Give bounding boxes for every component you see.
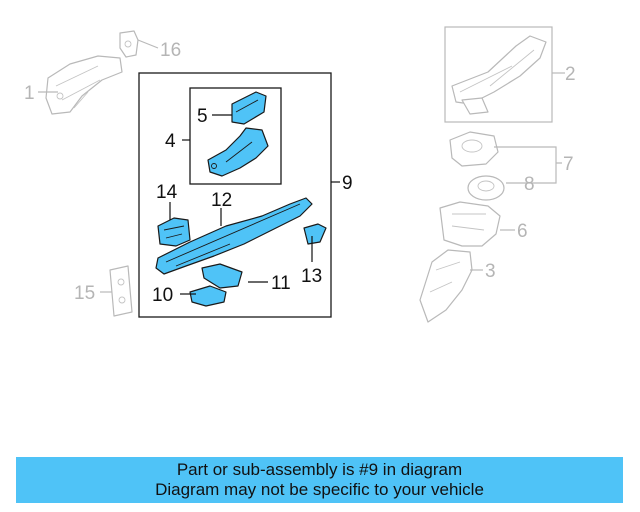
part-4-reinforcement <box>207 127 269 177</box>
part-8-insulator <box>467 175 505 201</box>
part-13-bracket <box>303 223 327 245</box>
banner-line-1: Part or sub-assembly is #9 in diagram <box>176 460 463 479</box>
part-16-bracket <box>119 30 139 58</box>
callout-15: 15 <box>74 283 95 304</box>
callout-9: 9 <box>342 173 353 194</box>
part-14-bracket <box>157 217 191 247</box>
part-12-frame-rail <box>155 197 313 275</box>
part-2-rail <box>451 35 547 115</box>
part-10-bracket <box>189 285 227 307</box>
callout-2: 2 <box>565 64 576 85</box>
parts-diagram: 16 1 2 7 8 6 3 15 5 4 9 14 12 13 11 10 <box>24 26 576 323</box>
part-6-apron <box>439 201 501 247</box>
info-banner: Part or sub-assembly is #9 in diagram Di… <box>16 457 623 503</box>
callout-12: 12 <box>211 190 232 211</box>
callout-7: 7 <box>563 154 574 175</box>
callout-10: 10 <box>152 285 173 306</box>
callout-1: 1 <box>24 83 35 104</box>
part-7-mount <box>449 131 499 167</box>
part-3-apron-lower <box>419 249 473 323</box>
callout-8: 8 <box>524 174 535 195</box>
callout-6: 6 <box>517 221 528 242</box>
banner-line-2: Diagram may not be specific to your vehi… <box>155 480 484 499</box>
part-11-bracket <box>201 263 243 289</box>
callout-14: 14 <box>156 182 178 203</box>
leader-lines <box>38 39 565 295</box>
part-1-rail-end <box>45 55 123 115</box>
subassembly-4-box <box>189 87 282 185</box>
part-5-bracket <box>231 91 267 125</box>
callout-11: 11 <box>271 273 291 294</box>
part-15-plate <box>109 265 133 317</box>
callout-16: 16 <box>160 40 181 61</box>
assembly-9-box <box>138 72 332 318</box>
callout-4: 4 <box>165 131 176 152</box>
callout-3: 3 <box>485 261 496 282</box>
callout-5: 5 <box>197 106 208 127</box>
callout-13: 13 <box>301 266 322 287</box>
